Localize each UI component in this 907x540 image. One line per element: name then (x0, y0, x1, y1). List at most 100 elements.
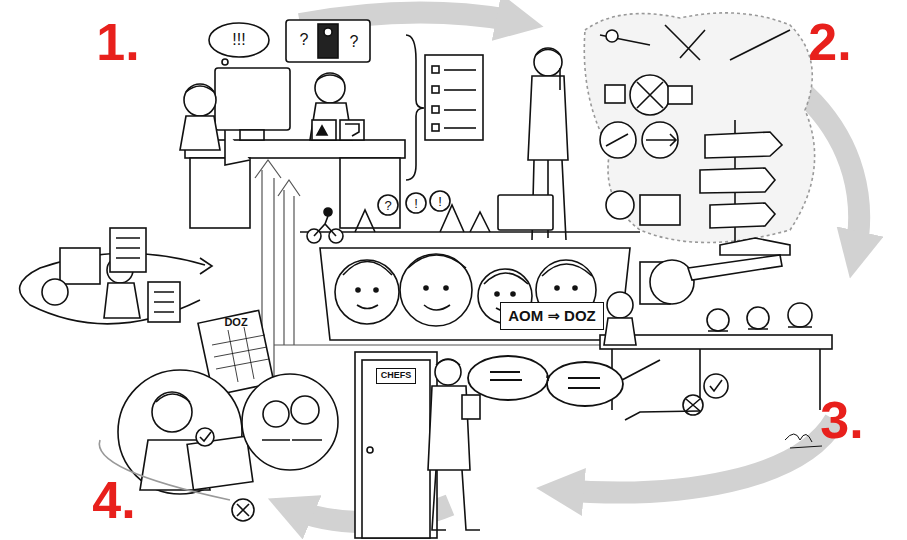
line-art (291, 396, 319, 424)
line-art (209, 23, 269, 57)
line-art (356, 288, 360, 292)
line-art (232, 499, 254, 521)
line-art (200, 258, 212, 274)
line-art (430, 191, 450, 211)
line-art (116, 238, 140, 258)
line-art (432, 66, 439, 73)
line-art (705, 132, 782, 158)
line-art (324, 28, 332, 36)
line-art (362, 360, 430, 538)
line-art (688, 255, 782, 280)
line-art (317, 126, 327, 135)
line-art (335, 260, 399, 324)
line-art (237, 504, 249, 516)
line-art (605, 85, 625, 103)
line-art (152, 392, 192, 432)
line-art (547, 376, 548, 381)
line-art (318, 24, 338, 58)
line-art (263, 401, 289, 427)
line-art (317, 75, 343, 80)
line-art (186, 86, 214, 92)
line-art (378, 195, 398, 215)
line-art (424, 286, 428, 290)
plan-title: DOZ (224, 317, 247, 328)
line-art (180, 116, 220, 150)
line-art (528, 76, 568, 160)
line-art (190, 158, 250, 228)
line-art (184, 84, 216, 116)
line-art (425, 55, 483, 140)
line-art (324, 208, 332, 216)
line-art (640, 195, 680, 225)
door-sign: CHEFS (376, 368, 417, 384)
line-art (154, 292, 174, 312)
bubble-mark: ! (414, 197, 418, 210)
line-art (312, 120, 336, 140)
line-art (462, 395, 480, 419)
step-number: 2. (808, 16, 851, 68)
line-art (262, 439, 322, 441)
line-art (225, 130, 250, 165)
line-art (200, 432, 211, 441)
glasses (468, 356, 660, 406)
line-art (720, 238, 790, 255)
line-art (536, 50, 560, 56)
line-art (240, 130, 264, 140)
line-art (284, 190, 294, 345)
faces-band (300, 191, 640, 340)
thought-mark: !!! (232, 32, 245, 48)
line-art (432, 470, 480, 530)
line-art (242, 374, 338, 470)
line-art (444, 89, 476, 91)
line-art (708, 327, 812, 331)
line-art (374, 288, 378, 292)
line-art (355, 352, 437, 538)
line-art (222, 59, 228, 65)
bubble-mark: ! (438, 195, 442, 208)
line-art (604, 318, 636, 345)
door-scene (355, 352, 480, 538)
line-art (650, 260, 694, 304)
sign-text: CHEFS (381, 371, 412, 381)
line-art (573, 286, 577, 290)
line-art (584, 13, 814, 243)
line-art (444, 69, 476, 71)
review-scene (600, 255, 832, 448)
line-art (606, 30, 618, 42)
line-art (555, 286, 559, 290)
thought-mark: ? (350, 34, 359, 50)
line-art (187, 436, 253, 490)
line-art (274, 344, 600, 345)
line-art (606, 191, 634, 219)
line-art (343, 255, 592, 284)
line-art (212, 327, 269, 382)
line-art (60, 248, 100, 284)
line-art (637, 82, 663, 108)
line-art (340, 158, 400, 228)
line-art (314, 216, 336, 236)
line-art (104, 283, 140, 318)
line-art (612, 349, 820, 410)
thought-mark: ? (300, 32, 309, 48)
line-art (668, 86, 692, 104)
line-art (607, 292, 633, 318)
line-art (547, 362, 623, 406)
line-art (315, 73, 345, 103)
line-art (432, 106, 439, 113)
line-art (490, 372, 600, 388)
line-art (340, 120, 364, 140)
line-art (700, 168, 775, 193)
line-art (110, 228, 146, 272)
line-art (710, 203, 775, 228)
line-art (788, 303, 812, 327)
line-art (747, 307, 769, 329)
line-art (278, 180, 300, 196)
line-art (215, 68, 290, 130)
line-art (406, 193, 426, 213)
line-art (560, 420, 835, 492)
sign-text: AOM ⇒ DOZ (508, 308, 596, 325)
line-art (345, 124, 359, 136)
line-art (559, 68, 561, 90)
step-number: 4. (92, 474, 135, 526)
line-art (511, 292, 515, 296)
